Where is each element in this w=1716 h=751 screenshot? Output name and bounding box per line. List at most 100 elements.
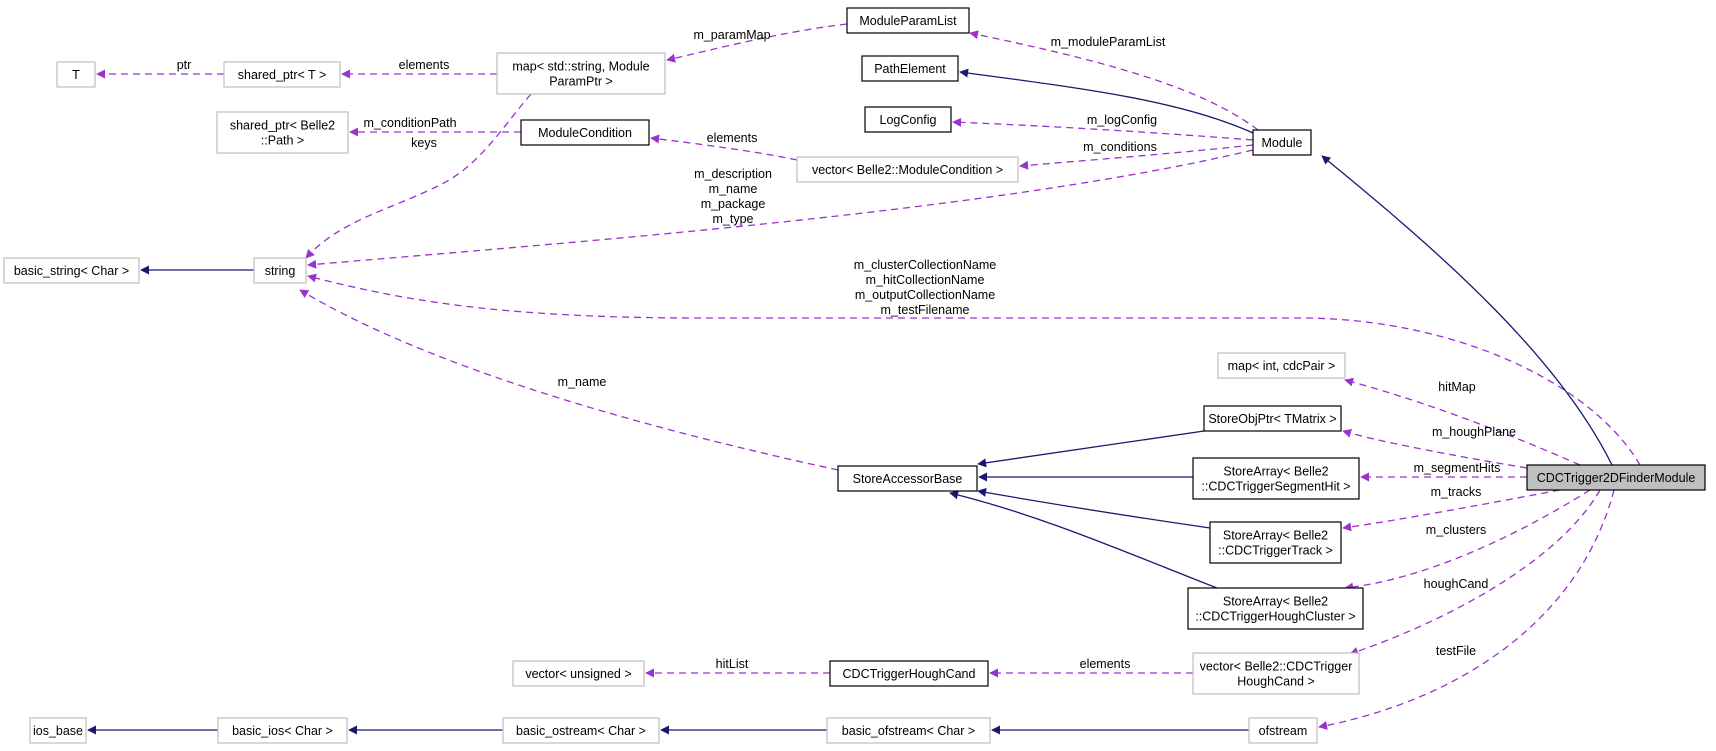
node-box[interactable] bbox=[826, 717, 991, 744]
class-node-basic-ostream[interactable]: basic_ostream< Char > bbox=[502, 717, 660, 744]
node-box[interactable] bbox=[796, 156, 1019, 183]
node-label-line: ofstream bbox=[1259, 724, 1308, 738]
node-label-line: LogConfig bbox=[880, 113, 937, 127]
edge-label-line: m_type bbox=[713, 212, 754, 226]
class-node-ios-base[interactable]: ios_base bbox=[29, 717, 87, 744]
usage-edge-CDCTrigger2DFinderModule-to-SA_HoughCluster bbox=[1344, 489, 1591, 592]
node-box[interactable] bbox=[864, 106, 952, 133]
class-node-sa-segmenthit[interactable]: StoreArray< Belle2::CDCTriggerSegmentHit… bbox=[1192, 457, 1360, 500]
node-label: vector< unsigned > bbox=[525, 667, 631, 681]
usage-edge-ModuleParamList-to-map_param bbox=[666, 23, 848, 63]
class-node-storeaccessorbase[interactable]: StoreAccessorBase bbox=[837, 465, 978, 492]
class-node-shared-ptr-path[interactable]: shared_ptr< Belle2::Path > bbox=[216, 111, 349, 154]
node-label-line: StoreArray< Belle2 bbox=[1223, 595, 1328, 609]
node-label-line: basic_ios< Char > bbox=[232, 724, 333, 738]
node-box[interactable] bbox=[216, 111, 349, 154]
edge-label-line: m_conditionPath bbox=[363, 116, 456, 130]
node-label: LogConfig bbox=[880, 113, 937, 127]
node-label-line: ::Path > bbox=[261, 134, 304, 148]
edge-label: m_clusters bbox=[1426, 523, 1486, 537]
class-node-basic-ios[interactable]: basic_ios< Char > bbox=[217, 717, 348, 744]
edge-label: m_name bbox=[558, 375, 607, 389]
class-node-basic-ofstream[interactable]: basic_ofstream< Char > bbox=[826, 717, 991, 744]
node-box[interactable] bbox=[1209, 521, 1342, 564]
node-label-line: ParamPtr > bbox=[549, 75, 613, 89]
node-box[interactable] bbox=[1192, 652, 1360, 695]
node-box[interactable] bbox=[846, 7, 970, 34]
node-box[interactable] bbox=[502, 717, 660, 744]
node-box[interactable] bbox=[496, 52, 666, 95]
node-label-line: vector< Belle2::CDCTrigger bbox=[1200, 660, 1353, 674]
usage-edge-CDCTrigger2DFinderModule-to-StoreObjPtr bbox=[1342, 428, 1528, 469]
edge-label: ptr bbox=[177, 58, 192, 72]
node-label-line: basic_string< Char > bbox=[14, 264, 129, 278]
edge-label-line: m_paramMap bbox=[693, 28, 770, 42]
node-label-line: CDCTrigger2DFinderModule bbox=[1537, 471, 1696, 485]
class-node-vector-unsigned[interactable]: vector< unsigned > bbox=[512, 660, 645, 687]
edge-label-line: m_name bbox=[709, 182, 758, 196]
class-node-ofstream[interactable]: ofstream bbox=[1248, 717, 1318, 744]
class-node-storeobjptr[interactable]: StoreObjPtr< TMatrix > bbox=[1203, 405, 1342, 432]
edge-label-line: m_logConfig bbox=[1087, 113, 1157, 127]
node-box[interactable] bbox=[217, 717, 348, 744]
node-box[interactable] bbox=[56, 61, 96, 88]
node-label: Module bbox=[1262, 136, 1303, 150]
node-box[interactable] bbox=[520, 119, 650, 146]
node-box[interactable] bbox=[1217, 352, 1346, 379]
edge-label-line: m_package bbox=[701, 197, 766, 211]
node-label-line: StoreArray< Belle2 bbox=[1223, 529, 1328, 543]
edge-label: m_paramMap bbox=[693, 28, 770, 42]
class-node-pathelement[interactable]: PathElement bbox=[861, 55, 959, 82]
node-label-line: map< int, cdcPair > bbox=[1228, 359, 1336, 373]
node-box[interactable] bbox=[223, 61, 341, 88]
node-box[interactable] bbox=[1248, 717, 1318, 744]
edge-label-line: m_name bbox=[558, 375, 607, 389]
usage-edge-CDCTrigger2DFinderModule-to-SA_Track bbox=[1342, 489, 1561, 532]
node-label: map< int, cdcPair > bbox=[1228, 359, 1336, 373]
class-node-t[interactable]: T bbox=[56, 61, 96, 88]
node-label-line: ::CDCTriggerTrack > bbox=[1218, 544, 1333, 558]
class-node-cdctrigger2dfindermodule[interactable]: CDCTrigger2DFinderModule bbox=[1526, 464, 1706, 491]
node-box[interactable] bbox=[829, 660, 989, 687]
edge-label-line: m_clusters bbox=[1426, 523, 1486, 537]
node-box[interactable] bbox=[253, 257, 307, 284]
node-box[interactable] bbox=[1192, 457, 1360, 500]
class-node-sa-houghcluster[interactable]: StoreArray< Belle2::CDCTriggerHoughClust… bbox=[1187, 587, 1364, 630]
edge-label-line: m_segmentHits bbox=[1414, 461, 1501, 475]
node-box[interactable] bbox=[1252, 129, 1312, 156]
class-node-moduleparamlist[interactable]: ModuleParamList bbox=[846, 7, 970, 34]
node-label-line: ::CDCTriggerSegmentHit > bbox=[1201, 480, 1350, 494]
class-node-map-int[interactable]: map< int, cdcPair > bbox=[1217, 352, 1346, 379]
node-box[interactable] bbox=[3, 257, 140, 284]
class-node-shared-ptr-t[interactable]: shared_ptr< T > bbox=[223, 61, 341, 88]
class-node-vector-modcond[interactable]: vector< Belle2::ModuleCondition > bbox=[796, 156, 1019, 183]
node-label: CDCTriggerHoughCand bbox=[843, 667, 976, 681]
node-label: shared_ptr< T > bbox=[238, 68, 327, 82]
node-label: string bbox=[265, 264, 296, 278]
class-node-basic-string[interactable]: basic_string< Char > bbox=[3, 257, 140, 284]
class-node-string[interactable]: string bbox=[253, 257, 307, 284]
class-node-cdctriggerhoughcand[interactable]: CDCTriggerHoughCand bbox=[829, 660, 989, 687]
node-box[interactable] bbox=[1187, 587, 1364, 630]
edge-label: m_tracks bbox=[1431, 485, 1482, 499]
class-node-module[interactable]: Module bbox=[1252, 129, 1312, 156]
node-box[interactable] bbox=[1203, 405, 1342, 432]
node-box[interactable] bbox=[512, 660, 645, 687]
node-label: basic_string< Char > bbox=[14, 264, 129, 278]
edge-label: m_segmentHits bbox=[1414, 461, 1501, 475]
node-box[interactable] bbox=[861, 55, 959, 82]
node-box[interactable] bbox=[29, 717, 87, 744]
class-node-logconfig[interactable]: LogConfig bbox=[864, 106, 952, 133]
inheritance-edge-Module-to-PathElement bbox=[959, 68, 1254, 134]
node-box[interactable] bbox=[1526, 464, 1706, 491]
class-node-modulecondition[interactable]: ModuleCondition bbox=[520, 119, 650, 146]
node-box[interactable] bbox=[837, 465, 978, 492]
class-node-sa-track[interactable]: StoreArray< Belle2::CDCTriggerTrack > bbox=[1209, 521, 1342, 564]
edge-label-line: elements bbox=[1080, 657, 1131, 671]
